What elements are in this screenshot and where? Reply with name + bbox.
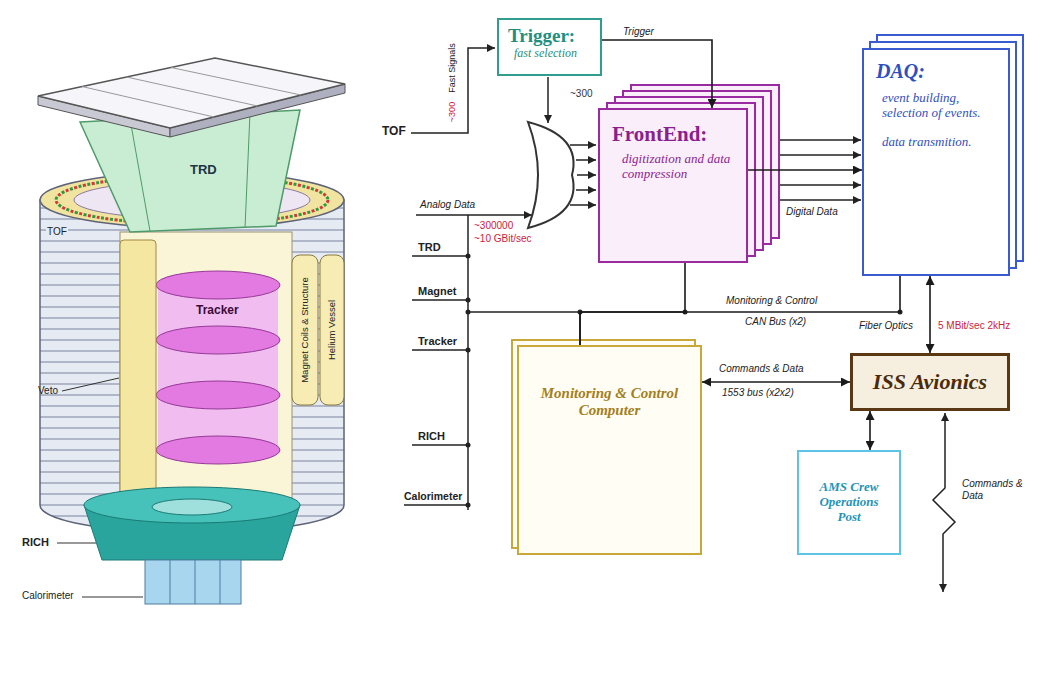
bus-label: RICH [418,430,445,443]
magnet-coil-panel [292,255,318,405]
connector [929,276,931,353]
operations-post-box: AMS Crew Operations Post [797,450,901,555]
trd-facet [245,113,250,228]
leader-line [57,543,96,544]
part-label: RICH [22,536,49,549]
calorimeter-cell [220,560,221,604]
signal-label: Analog Data [420,199,475,211]
magnet-cylinder [40,200,344,533]
frontend-box: FrontEnd: digitization and data compressi… [598,108,748,263]
part-label: Magnet Coils & Structure [300,277,311,383]
connector-label: Digital Data [785,206,839,218]
bus-label: 1553 bus (x2x2) [722,387,794,399]
board-count: ~300 [570,88,593,100]
signal-label: Fast Signals [447,43,457,93]
calorimeter-cell [170,560,171,604]
part-label: Calorimeter [22,590,74,602]
tracker-plane [156,381,280,409]
bus-label: Magnet [418,285,457,298]
channel-count: ~300000 [474,220,513,232]
computer-box: Monitoring & Control Computer [517,345,702,555]
data-rate: ~10 GBit/sec [474,233,532,245]
part-label: TOF [382,125,406,139]
calorimeter-cell [195,560,196,604]
box-title: Monitoring & Control Computer [533,385,686,420]
connector-label: Trigger [622,26,655,38]
trigger-box: Trigger:fast selection [497,18,602,76]
bus-tap [412,299,468,301]
veto-panel [120,240,156,495]
connector [580,276,900,345]
leader-line [62,378,119,391]
cutaway-interior [120,232,292,498]
box-title: ISS Avionics [861,369,999,394]
tof-paddle [171,68,301,96]
bus-tap [412,255,468,257]
tof-paddle [82,87,214,118]
mux-output [576,189,596,191]
box-text: fast selection [514,47,591,61]
detector-drawing [38,58,345,604]
bus-tap [404,504,468,506]
part-label: TRD [190,163,217,178]
connector [748,169,862,171]
connector [580,263,685,345]
connector-label: Commands & Data [718,363,804,375]
box-title: DAQ: [876,60,996,83]
connector [869,411,871,450]
mux-output [570,144,596,146]
rich-mirror [152,499,232,515]
bus-tap [412,349,468,351]
part-label: Tracker [196,304,239,318]
box-title: Trigger: [508,25,591,47]
analog-data-wire [416,214,532,216]
detector-bus [467,215,469,510]
connector-label: Fiber Optics [858,320,914,332]
data-rate: 5 MBit/sec 2kHz [938,320,1010,332]
avionics-box: ISS Avionics [850,353,1010,411]
tracker-plane [156,436,280,464]
mux-output [577,174,596,176]
box-text: data transmition. [882,135,996,150]
box-title: AMS Crew Operations Post [807,480,891,525]
part-label: Veto [38,385,58,397]
box-text: digitization and data compression [622,152,734,182]
box-text: event building, selection of events. [882,91,996,121]
link-label: Commands & Data [962,478,1024,501]
bus-label: Tracker [418,335,457,348]
daq-box: DAQ: event building, selection of events.… [862,48,1010,276]
helium-vessel-panel [320,255,344,405]
box-title: FrontEnd: [612,122,734,146]
mux-output [576,159,596,161]
radio-link [933,413,955,592]
part-label: TOF [46,226,68,238]
calorimeter-block [145,560,241,604]
multiplexer-symbol [528,122,574,228]
connector [702,381,850,383]
tracker-column [158,285,278,450]
channel-count: ~300 [447,102,457,122]
leader-line [82,597,143,598]
bus-label: Calorimeter [404,490,462,502]
mux-output [570,204,596,206]
trd-facet [130,119,150,231]
tracker-plane [156,271,280,299]
connector [602,40,712,108]
bus-tap [412,444,468,446]
can-bus-wire [468,311,580,313]
bus-label: TRD [418,241,441,254]
trigger-wire [547,77,549,123]
connector-label: Monitoring & Control [725,295,818,307]
rich-top [84,487,300,523]
part-label: Helium Vessel [327,300,338,360]
tof-plate [38,58,345,128]
bus-label: CAN Bus (x2) [745,316,806,328]
tracker-plane [156,326,280,354]
